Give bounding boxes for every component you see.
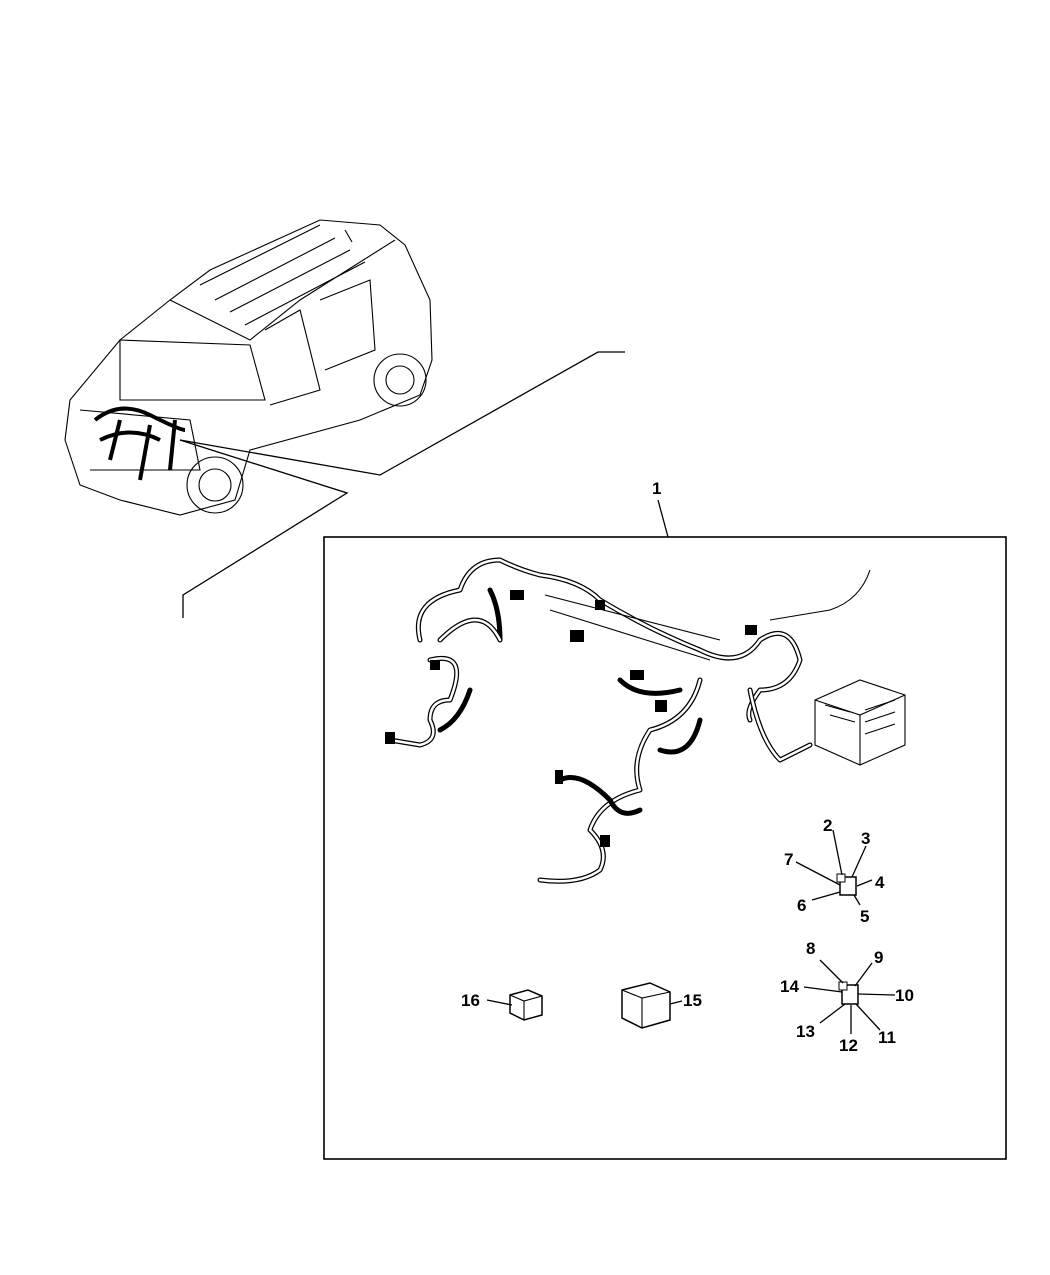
- callout-11: 11: [878, 1028, 896, 1047]
- callout-3: 3: [861, 829, 870, 848]
- callout-4: 4: [875, 873, 885, 892]
- callout-1: 1: [652, 479, 661, 498]
- callout-6: 6: [797, 896, 806, 915]
- callout-15: 15: [683, 991, 702, 1010]
- vehicle-illustration: [64, 219, 433, 516]
- callout-9: 9: [874, 948, 883, 967]
- callout-14: 14: [780, 977, 799, 996]
- callout-12: 12: [839, 1036, 858, 1055]
- callout-7: 7: [784, 850, 793, 869]
- callout-2: 2: [823, 816, 832, 835]
- leader-lines: [179, 351, 669, 618]
- fuse-upper: [795, 829, 873, 906]
- callout-13: 13: [796, 1022, 815, 1041]
- wiring-harness: [385, 557, 871, 884]
- callout-16: 16: [461, 991, 480, 1010]
- detail-frame: [323, 536, 1007, 1160]
- callout-5: 5: [860, 907, 869, 926]
- callout-10: 10: [895, 986, 914, 1005]
- callout-8: 8: [806, 939, 815, 958]
- relay-small: [486, 989, 543, 1021]
- relay-large: [621, 982, 683, 1029]
- fuse-relay-box: [814, 679, 906, 766]
- fuse-lower: [803, 959, 896, 1034]
